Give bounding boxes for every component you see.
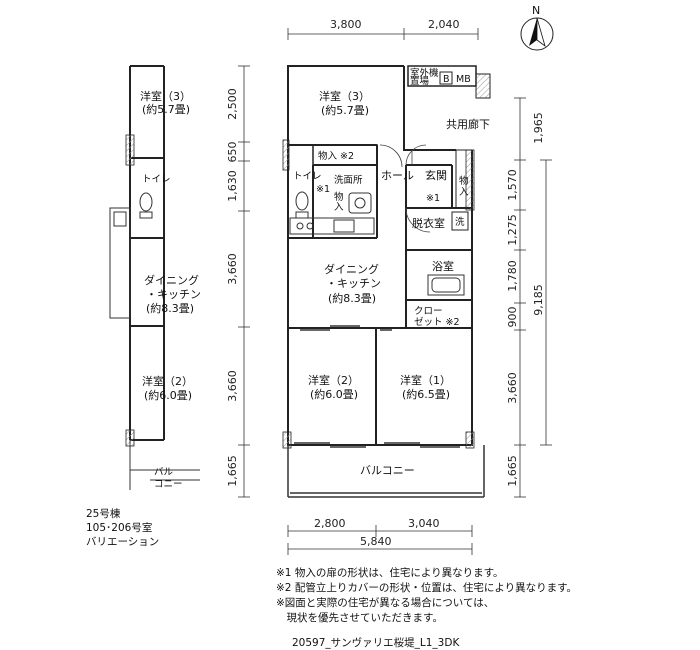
dim-right-total: 9,185 xyxy=(532,284,545,316)
variation-wall-hatch xyxy=(125,134,135,166)
variation-dk-title1: ダイニング xyxy=(144,273,199,287)
dim-left-4: 3,660 xyxy=(226,253,239,285)
kitchen-counter xyxy=(289,192,375,235)
room-bath-label: 浴室 xyxy=(432,259,454,273)
dim-left-5: 3,660 xyxy=(226,370,239,402)
room-dressing-label: 脱衣室 xyxy=(412,216,445,230)
room-toilet-note: ※1 xyxy=(316,184,330,195)
entrance-storage-box xyxy=(455,149,473,209)
top-dimensions xyxy=(287,28,479,40)
sliding-doors xyxy=(294,325,460,448)
bathtub-icon xyxy=(427,274,465,296)
variation-caption-line1: 25号棟 xyxy=(86,508,121,520)
wall-hatch xyxy=(465,431,475,449)
room-entrance-storage2: 入 xyxy=(459,187,469,198)
dim-bottom-2: 3,040 xyxy=(408,517,440,530)
wall-hatch xyxy=(282,139,290,171)
right-dimensions xyxy=(514,97,552,498)
left-dimensions xyxy=(238,65,250,498)
room-mb-label: MB xyxy=(456,74,471,85)
variation-caption-line3: バリエーション xyxy=(86,536,160,548)
room-western2-title: 洋室（2） xyxy=(308,373,359,387)
laundry-box xyxy=(451,211,469,231)
room-corridor-label: 共用廊下 xyxy=(446,117,490,131)
balcony-rail xyxy=(287,445,485,498)
door-swings xyxy=(379,144,431,233)
room-meter-label: 室外機 xyxy=(410,67,439,79)
variation-caption: 25号棟 105･206号室 バリエーション xyxy=(86,507,159,549)
room-dk-size: (約8.3畳) xyxy=(328,291,376,305)
variation-dk-title2: ・キッチン xyxy=(146,288,201,301)
dim-right-6: 3,660 xyxy=(506,372,519,404)
room-western2-size: (約6.0畳) xyxy=(310,387,358,401)
room-dk-title2: ・キッチン xyxy=(326,277,381,290)
room-western1-title: 洋室（1） xyxy=(400,373,451,387)
north-label: N xyxy=(532,4,540,17)
plan-code: 20597_サンヴァリエ桜堤_L1_3DK xyxy=(292,637,460,649)
room-washroom-label: 洗面所 xyxy=(334,174,363,186)
note-line-4: 現状を優先させていただきます。 xyxy=(276,612,443,624)
room-entrance-label: 玄関 xyxy=(425,168,447,182)
room-entrance-storage: 物 xyxy=(459,175,469,187)
room-storage-label: 物入 ※2 xyxy=(318,150,354,162)
dim-right-2: 1,570 xyxy=(506,169,519,201)
corridor-wall xyxy=(475,73,491,99)
variation-fixtures xyxy=(109,192,200,490)
note-line-1: ※1 物入の扉の形状は、住宅により異なります。 xyxy=(276,567,504,579)
variation-toilet-label: トイレ xyxy=(142,174,171,185)
dim-right-1: 1,965 xyxy=(532,112,545,144)
variation-caption-line2: 105･206号室 xyxy=(86,522,153,534)
variation-western2-title: 洋室（2） xyxy=(142,374,193,388)
room-meter-storage: 置場 xyxy=(410,75,430,87)
north-arrow-icon: N xyxy=(520,4,554,51)
room-dk-title1: ダイニング xyxy=(324,262,379,276)
room-western1-size: (約6.5畳) xyxy=(402,387,450,401)
bottom-dimensions xyxy=(287,525,473,555)
dim-left-6: 1,665 xyxy=(226,455,239,487)
room-balcony-label: バルコニー xyxy=(360,464,415,477)
variation-western3-size: (約5.7畳) xyxy=(142,102,190,116)
room-toilet-label: トイレ xyxy=(293,171,322,182)
variation-dk-size: (約8.3畳) xyxy=(146,301,194,315)
variation-balcony-label2: コニー xyxy=(154,479,183,490)
dim-bottom-total: 5,840 xyxy=(360,535,392,548)
dim-top-2: 2,040 xyxy=(428,18,460,31)
dim-right-3: 1,275 xyxy=(506,214,519,246)
room-b-label: B xyxy=(443,74,450,85)
room-storage-small: 物 xyxy=(334,191,344,203)
variation-western2-size: (約6.0畳) xyxy=(144,388,192,402)
b-box xyxy=(439,71,453,85)
toilet-icon xyxy=(295,191,309,219)
dim-bottom-1: 2,800 xyxy=(314,517,346,530)
room-entrance-note: ※1 xyxy=(426,193,440,204)
dim-top-1: 3,800 xyxy=(330,18,362,31)
room-western3-size: (約5.7畳) xyxy=(321,103,369,117)
room-closet-label2: ゼット ※2 xyxy=(414,316,460,328)
wall-hatch xyxy=(282,431,292,449)
dim-left-3: 1,630 xyxy=(226,170,239,202)
room-hall-label: ホール xyxy=(381,169,414,182)
room-western3-title: 洋室（3） xyxy=(319,89,370,103)
note-line-2: ※2 配管立上りカバーの形状・位置は、住宅により異なります。 xyxy=(276,582,578,594)
room-laundry-label: 洗 xyxy=(455,216,465,228)
dim-right-4: 1,780 xyxy=(506,260,519,292)
room-storage-small2: 入 xyxy=(334,202,344,213)
variation-western3-title: 洋室（3） xyxy=(140,89,191,103)
room-closet-label1: クロー xyxy=(414,306,443,317)
dim-left-2: 650 xyxy=(226,142,239,163)
variation-balcony-label1: バル xyxy=(154,467,174,478)
dim-left-1: 2,500 xyxy=(226,88,239,120)
dim-right-7: 1,665 xyxy=(506,455,519,487)
storage-box xyxy=(312,144,378,166)
note-line-3: ※図面と実際の住宅が異なる場合については、 xyxy=(276,597,495,609)
dim-right-5: 900 xyxy=(506,307,519,328)
